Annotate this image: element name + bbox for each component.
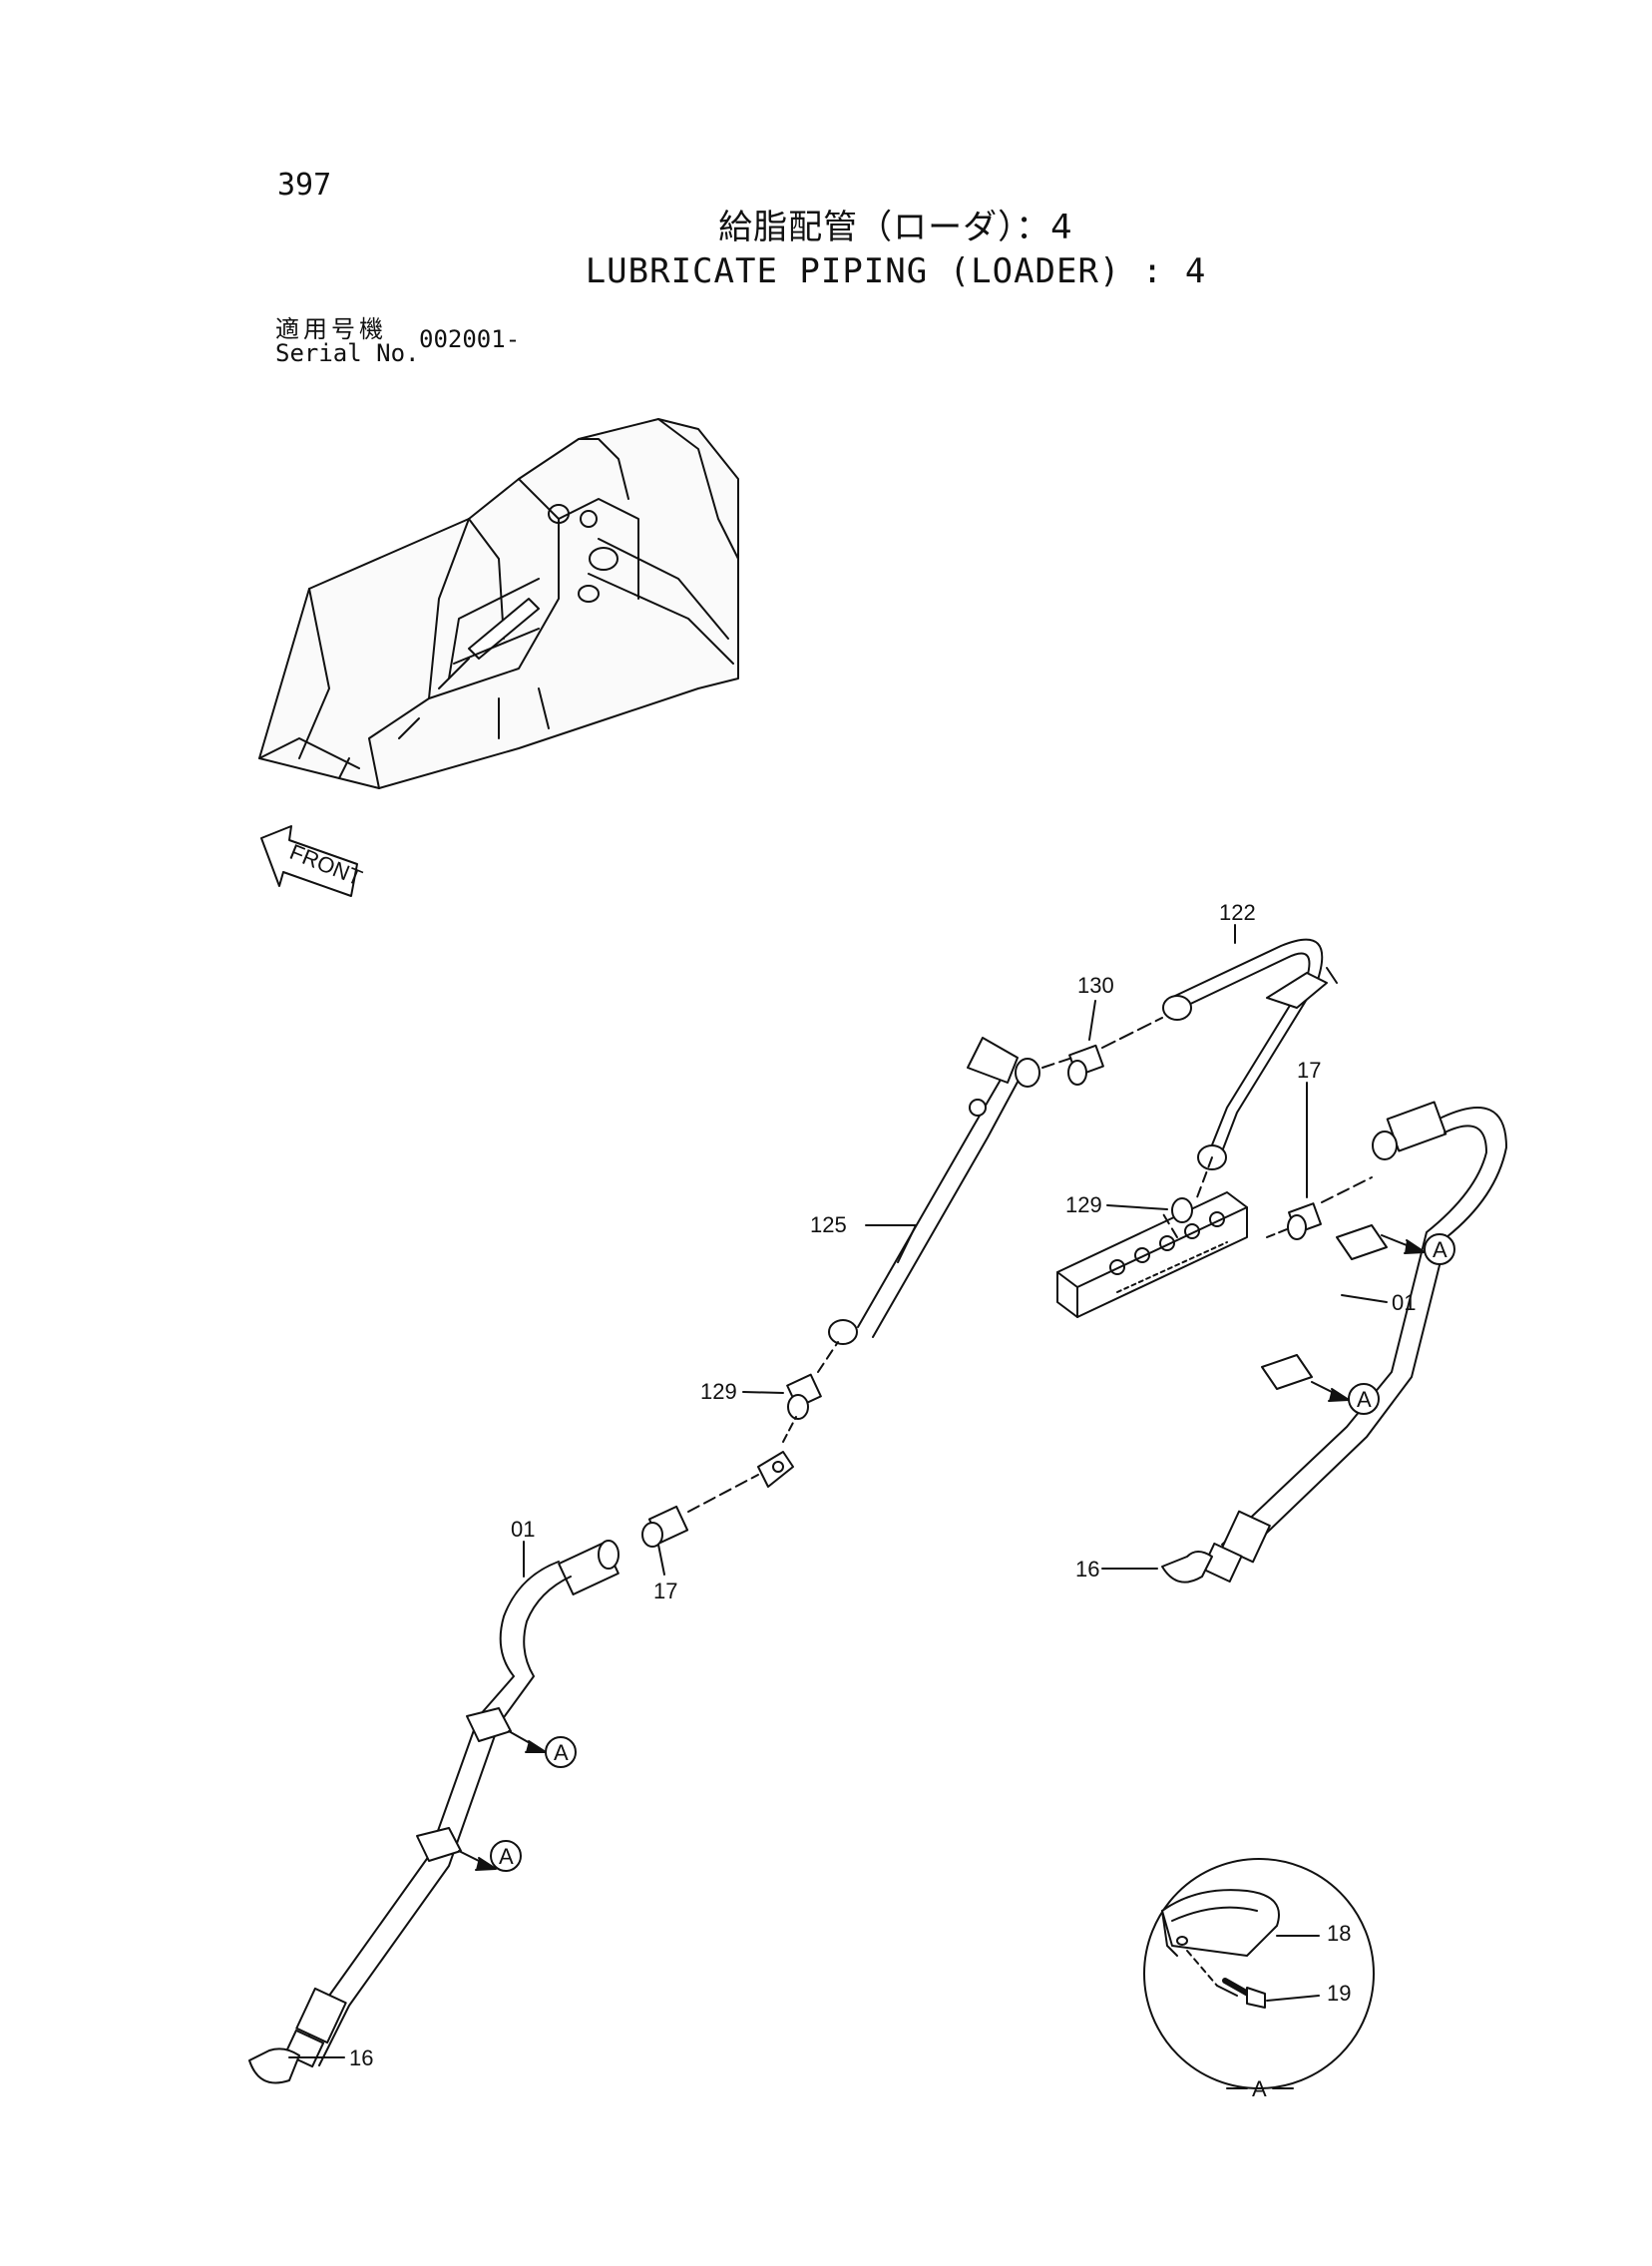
callout-01-left: 01 bbox=[511, 1517, 535, 1542]
detail-a-view bbox=[1143, 1858, 1375, 2089]
callout-17-mid: 17 bbox=[653, 1579, 677, 1603]
callout-122: 122 bbox=[1219, 900, 1256, 925]
callout-16-right: 16 bbox=[1075, 1557, 1099, 1582]
detail-ref-label: A bbox=[1433, 1237, 1447, 1262]
fitting-130 bbox=[1067, 1017, 1163, 1086]
pipe-122 bbox=[1162, 938, 1338, 1170]
detail-ref-label: A bbox=[554, 1740, 569, 1765]
grease-manifold-block bbox=[1056, 1156, 1248, 1318]
fitting-129-mid bbox=[757, 1341, 839, 1488]
callout-129-mid: 129 bbox=[700, 1379, 737, 1404]
title-english: LUBRICATE PIPING (LOADER) : 4 bbox=[585, 251, 1207, 291]
callout-125: 125 bbox=[810, 1212, 847, 1237]
callout-19: 19 bbox=[1327, 1981, 1351, 2006]
title-japanese: 給脂配管（ローダ）：4 bbox=[718, 208, 1073, 247]
page-number: 397 bbox=[277, 168, 332, 203]
callout-18: 18 bbox=[1327, 1921, 1351, 1946]
front-arrow-icon: FRONT bbox=[260, 825, 366, 897]
detail-a-references bbox=[458, 1233, 1455, 1872]
callout-16-left: 16 bbox=[349, 2045, 373, 2070]
detail-view-label: A bbox=[1252, 2076, 1267, 2101]
detail-ref-label: A bbox=[499, 1844, 514, 1869]
callout-01-right: 01 bbox=[1392, 1290, 1416, 1315]
fitting-17-top bbox=[1266, 1176, 1373, 1240]
leader-lines bbox=[288, 924, 1388, 2058]
callout-129-top: 129 bbox=[1065, 1192, 1102, 1217]
callout-130: 130 bbox=[1077, 973, 1114, 998]
hose-01-left bbox=[248, 1540, 620, 2084]
serial-label-japanese: 適用号機 bbox=[275, 315, 387, 343]
loader-overview-illustration bbox=[258, 418, 739, 789]
serial-label-english: Serial No. bbox=[275, 339, 420, 367]
detail-ref-label: A bbox=[1357, 1387, 1372, 1412]
callout-17-top: 17 bbox=[1297, 1058, 1321, 1083]
serial-value: 002001- bbox=[419, 325, 521, 353]
fitting-17-mid bbox=[641, 1474, 759, 1548]
hose-01-right bbox=[1161, 1101, 1507, 1584]
pipe-125 bbox=[828, 1037, 1073, 1345]
